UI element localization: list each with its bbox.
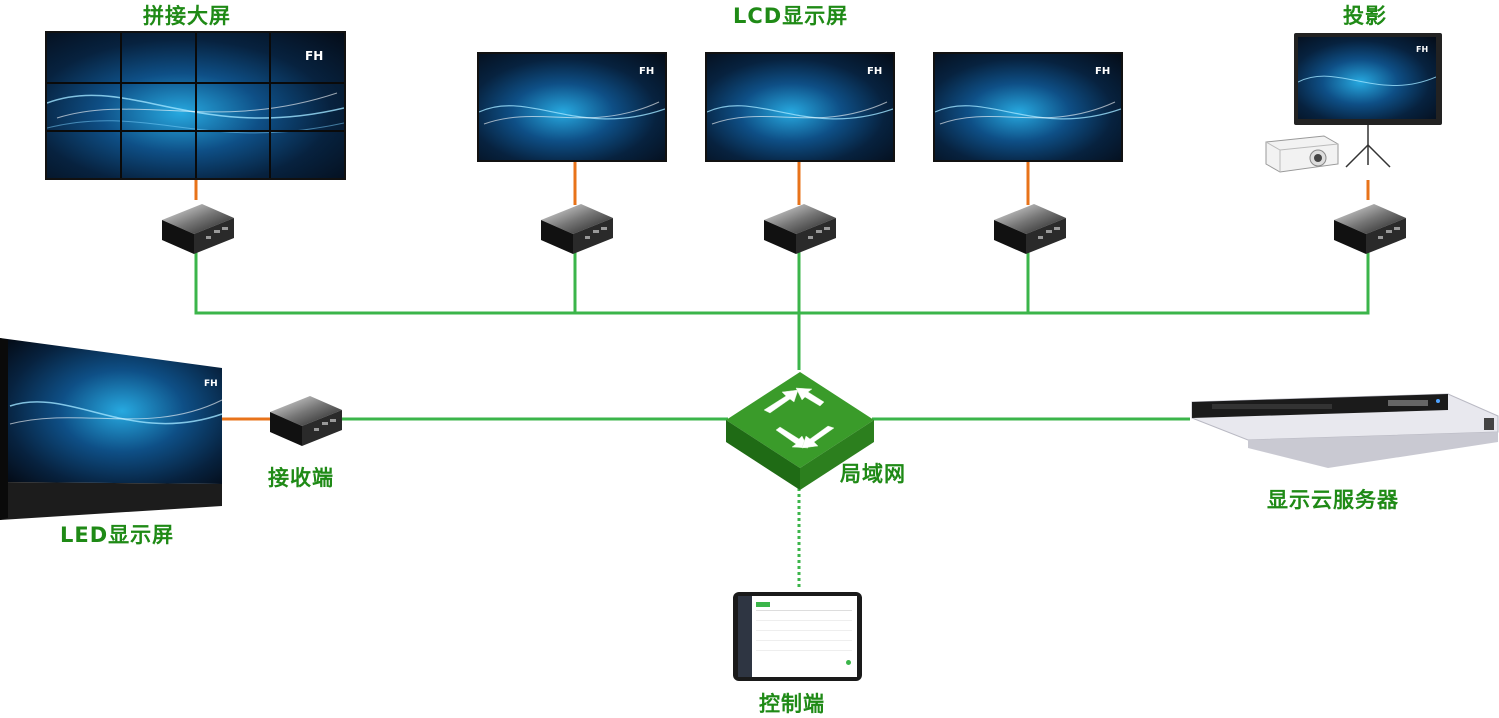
lcd-display-3: FH <box>935 54 1121 160</box>
server-rack-icon <box>1191 393 1499 468</box>
brand-logo: FH <box>305 49 324 63</box>
tablet-screen <box>738 596 857 677</box>
receiver-box-icon <box>994 204 1066 254</box>
projector-icon <box>1265 135 1339 173</box>
brand-logo: FH <box>639 66 655 77</box>
receiver-box-icon <box>162 204 234 254</box>
label-lcd: LCD显示屏 <box>733 4 849 28</box>
tripod-icon <box>1345 125 1391 168</box>
label-lan: 局域网 <box>840 462 906 486</box>
label-video-wall: 拼接大屏 <box>143 4 231 28</box>
receiver-box-icon <box>541 204 613 254</box>
label-receiver: 接收端 <box>268 466 334 490</box>
tablet-icon <box>733 592 862 681</box>
lan-bus-top <box>194 252 1370 315</box>
label-projection: 投影 <box>1343 4 1387 28</box>
projection-screen: FH <box>1298 37 1436 119</box>
receiver-box-icon <box>1334 204 1406 254</box>
lcd-display-2: FH <box>707 54 893 160</box>
lcd-display-1: FH <box>479 54 665 160</box>
brand-logo: FH <box>204 379 218 389</box>
led-display: FH <box>0 338 223 520</box>
brand-logo: FH <box>1095 66 1111 77</box>
network-switch-icon <box>726 372 874 490</box>
label-server: 显示云服务器 <box>1267 488 1399 512</box>
projection-screen-frame: FH <box>1294 33 1442 125</box>
video-wall-display: FH <box>47 33 344 178</box>
label-led: LED显示屏 <box>60 523 175 547</box>
brand-logo: FH <box>1416 45 1429 54</box>
receiver-box-icon <box>270 396 342 446</box>
brand-logo: FH <box>867 66 883 77</box>
label-controller: 控制端 <box>759 692 825 716</box>
receiver-box-icon <box>764 204 836 254</box>
